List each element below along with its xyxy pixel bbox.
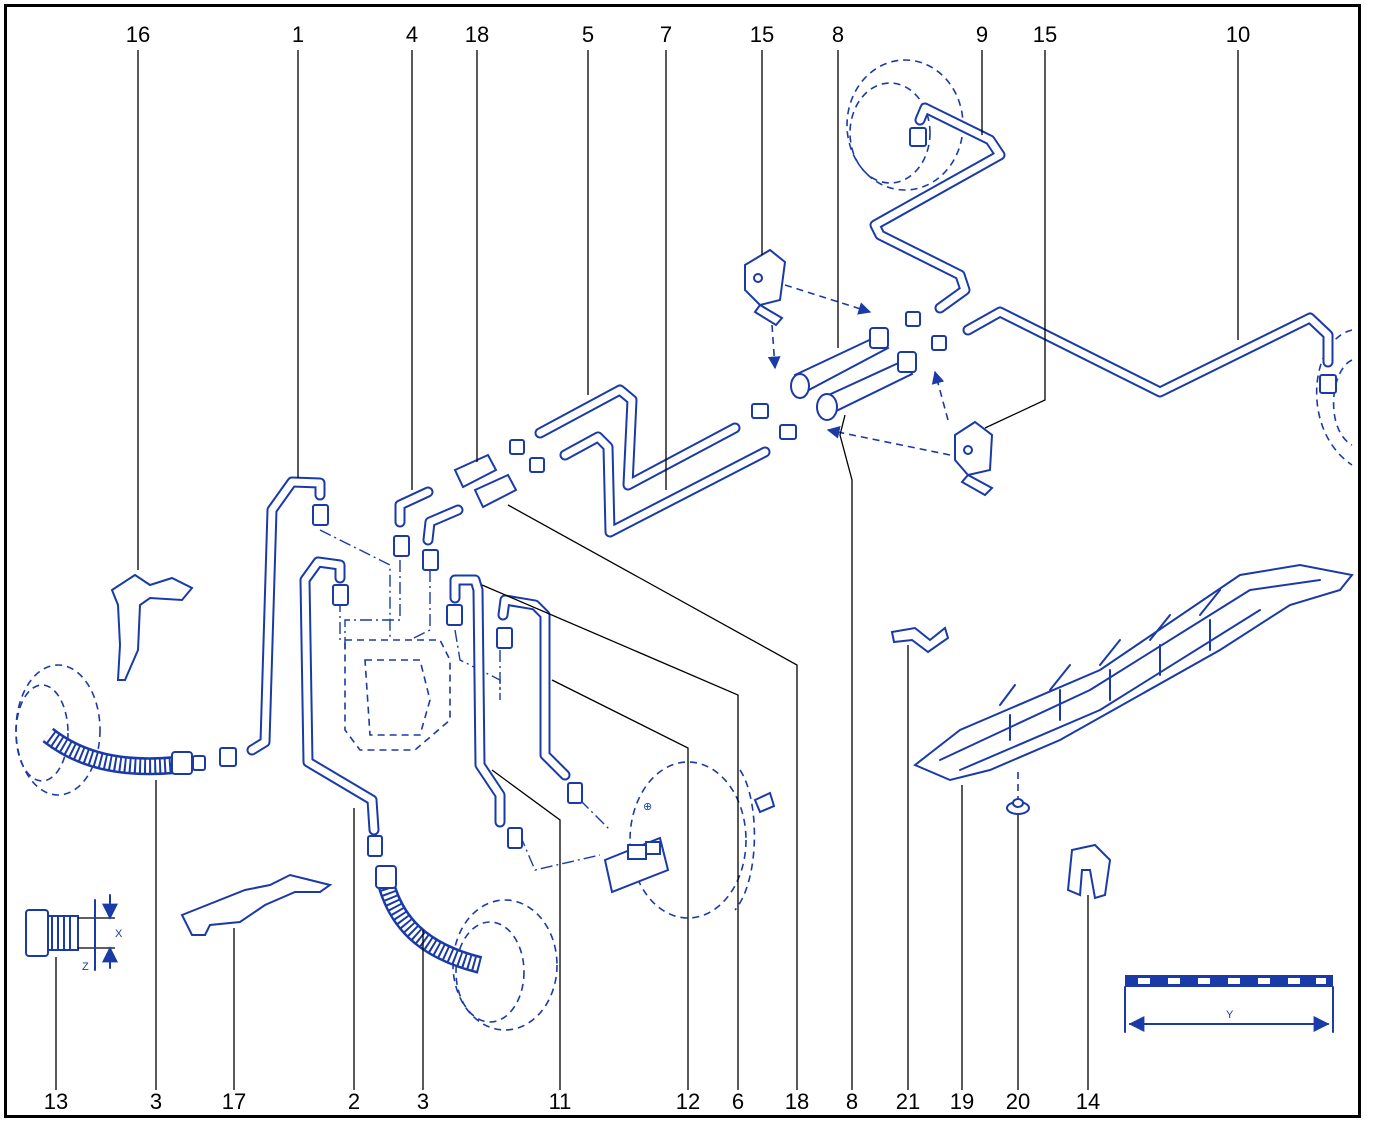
- flexible-hose-8-lower: [816, 351, 917, 421]
- brake-booster-outline: ⊕: [629, 761, 756, 919]
- part-number-6: 6: [731, 1089, 745, 1114]
- brake-pipe-11: [446, 574, 523, 849]
- svg-text:⊕: ⊕: [643, 801, 652, 813]
- part-number-21: 21: [895, 1089, 921, 1114]
- union-13-detail: X Z: [25, 894, 123, 973]
- brake-pipe-4: [393, 486, 434, 557]
- union-nuts-rear: [751, 311, 947, 440]
- part-number-9: 9: [975, 22, 989, 47]
- leader-lines: [55, 50, 1239, 1090]
- part-number-16: 16: [125, 22, 151, 47]
- scale-bar: Y: [1124, 975, 1334, 1033]
- rear-left-wheel-outline: [1315, 329, 1353, 466]
- flexible-hose-3-right: [375, 865, 483, 974]
- brake-pipe-5: [534, 384, 741, 491]
- part-number-2: 2: [347, 1089, 361, 1114]
- part-number-12: 12: [675, 1089, 701, 1114]
- part-number-13: 13: [43, 1089, 69, 1114]
- underbody-cover-19: [913, 563, 1354, 800]
- bracket-15-lower: [826, 370, 994, 497]
- brake-pipe-10: [962, 306, 1337, 398]
- part-number-7: 7: [659, 22, 673, 47]
- part-number-15-left: 15: [749, 22, 775, 47]
- brake-compensator: [603, 791, 776, 894]
- part-number-15-right: 15: [1032, 22, 1058, 47]
- clip-21: [890, 626, 950, 654]
- nut-20: [1006, 798, 1030, 815]
- connector-18: [453, 439, 545, 509]
- part-number-8-top: 8: [831, 22, 845, 47]
- brake-pipe-7: [559, 431, 771, 538]
- part-number-11: 11: [548, 1089, 572, 1114]
- bracket-17: [180, 873, 333, 936]
- part-number-4: 4: [405, 22, 419, 47]
- flexible-hose-8-upper: [790, 327, 890, 399]
- part-number-18-bottom: 18: [784, 1089, 810, 1114]
- part-number-3-left: 3: [149, 1089, 163, 1114]
- part-number-20: 20: [1005, 1089, 1031, 1114]
- dimension-z-label: Z: [82, 961, 89, 973]
- part-number-18-top: 18: [464, 22, 490, 47]
- part-number-8-bottom: 8: [845, 1089, 859, 1114]
- master-cylinder-outline: [344, 639, 451, 751]
- bracket-15-upper: [744, 248, 872, 370]
- rear-right-wheel-outline: [846, 59, 964, 191]
- diagram-frame: [4, 4, 1361, 1118]
- part-number-10: 10: [1225, 22, 1251, 47]
- bracket-16: [110, 573, 194, 681]
- part-number-14: 14: [1075, 1089, 1101, 1114]
- brake-pipe-1: [246, 476, 329, 756]
- part-number-19: 19: [949, 1089, 975, 1114]
- brake-pipe-6: [422, 504, 464, 571]
- clip-14: [1066, 843, 1112, 900]
- part-number-1: 1: [291, 22, 305, 47]
- brake-pipe-12: [496, 594, 583, 804]
- brake-pipe-9: [869, 102, 1006, 314]
- part-number-3-right: 3: [416, 1089, 430, 1114]
- flexible-hose-3-left: [42, 727, 237, 776]
- dimension-y-label: Y: [1226, 1009, 1234, 1021]
- part-number-17: 17: [221, 1089, 247, 1114]
- brake-pipe-2: [299, 556, 383, 857]
- dimension-x-label: X: [115, 928, 123, 940]
- front-left-wheel-outline: [15, 664, 101, 796]
- part-number-5: 5: [581, 22, 595, 47]
